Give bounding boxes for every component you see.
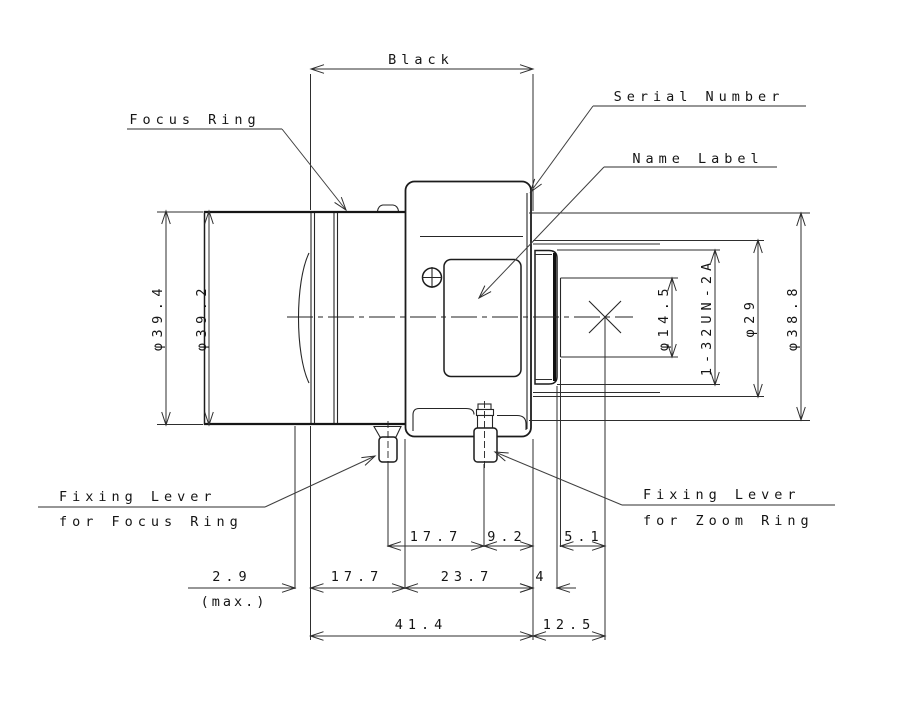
dim-text-lever-to-lever: 17.7 [410, 529, 463, 545]
dim-text-overall-length: 41.4 [395, 617, 448, 633]
dim-text-front-to-body: 17.7 [331, 569, 384, 585]
lens-outline [203, 180, 633, 468]
name-label-leader [477, 166, 605, 300]
screw-icon [421, 267, 443, 288]
front-barrel [203, 204, 405, 426]
front-lens-surface [297, 252, 310, 384]
leader-lines [38, 105, 835, 508]
dim-text-phi14-5: φ14.5 [656, 283, 672, 351]
lever-slot-step [412, 407, 527, 431]
zoom-lever-leader [493, 451, 623, 506]
focus-ring-tab [376, 204, 400, 212]
dim-text-thread: 1-32UN-2A [699, 258, 715, 376]
extension-lines [157, 74, 810, 640]
focus-ring-label: Focus Ring [129, 112, 260, 128]
zoom-fixing-lever [473, 401, 498, 468]
name-label-label: Name Label [632, 151, 763, 167]
fixing-lever-focus-line1: Fixing Lever [59, 489, 217, 505]
dimension-lines [161, 64, 806, 641]
dim-text-zoom-lever-to-rear: 9.2 [487, 529, 526, 545]
focus-ring-leader [281, 128, 347, 212]
dim-text-focus-travel-note: (max.) [201, 594, 268, 610]
name-label-plate [443, 258, 522, 378]
fixing-lever-focus-line2: for Focus Ring [59, 514, 243, 530]
black-label: Black [388, 52, 454, 68]
focus-lever-leader [264, 455, 377, 508]
dim-text-phi39-4: φ39.4 [150, 283, 166, 351]
focus-fixing-lever [373, 421, 402, 468]
label-underlines [38, 105, 835, 508]
dim-text-flange-thickness: 4 [535, 569, 548, 585]
dim-text-mount-to-image-plane: 5.1 [564, 529, 603, 545]
dim-text-phi38-8: φ38.8 [785, 283, 801, 351]
serial-number-leader [529, 105, 594, 194]
dim-text-phi39-2: φ39.2 [194, 283, 210, 351]
fixing-lever-zoom-line1: Fixing Lever [643, 487, 801, 503]
dim-text-rear-to-image-plane: 12.5 [543, 617, 596, 633]
drawing-text: Black Serial Number Name Label Focus Rin… [59, 52, 814, 633]
dim-text-focus-travel: 2.9 [212, 569, 251, 585]
dim-text-phi29: φ29 [742, 297, 758, 338]
serial-number-label: Serial Number [614, 89, 785, 105]
dim-text-body-length: 23.7 [441, 569, 494, 585]
fixing-lever-zoom-line2: for Zoom Ring [643, 513, 814, 529]
